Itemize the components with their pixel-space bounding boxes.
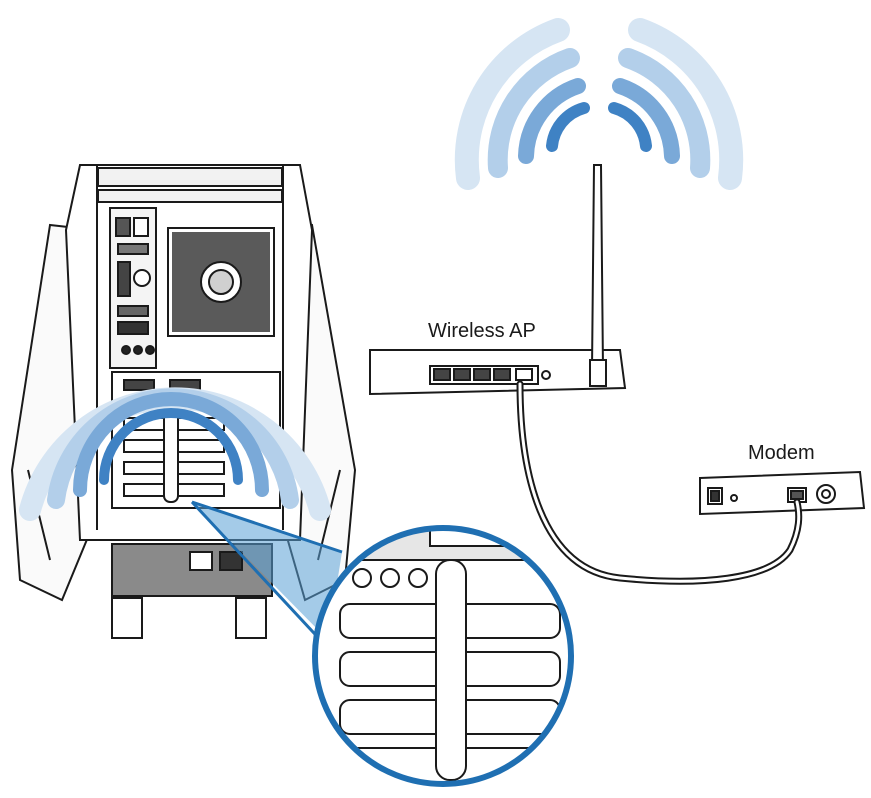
router-wireless-waves: [467, 30, 731, 178]
wireless-ap-label: Wireless AP: [428, 320, 536, 343]
magnifier-callout: [192, 502, 571, 784]
wireless-router: [370, 165, 625, 394]
modem-device: [700, 472, 864, 514]
modem-label: Modem: [748, 442, 815, 465]
